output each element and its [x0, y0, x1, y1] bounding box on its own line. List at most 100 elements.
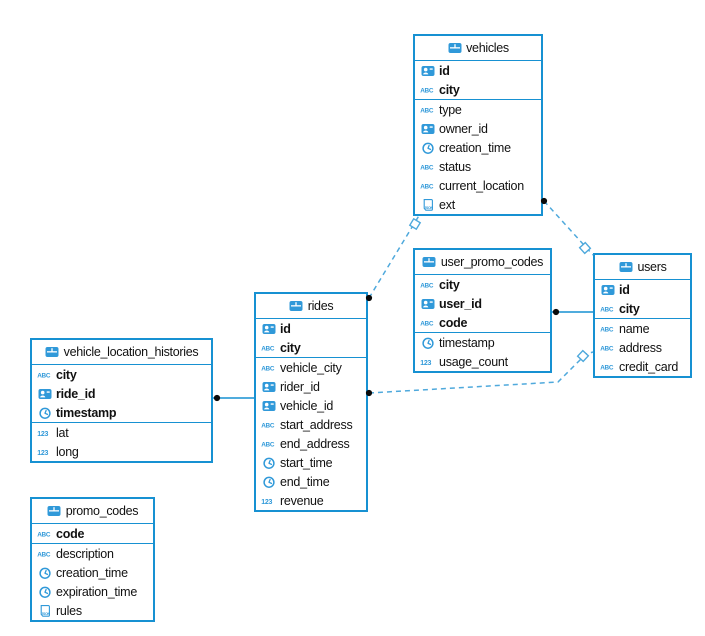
column-name: start_time: [280, 455, 333, 470]
svg-text:ABC: ABC: [600, 345, 614, 352]
svg-text:ABC: ABC: [420, 87, 434, 94]
svg-text:123: 123: [37, 449, 48, 456]
table-name: users: [637, 260, 667, 274]
svg-text:ABC: ABC: [600, 326, 614, 333]
svg-text:ABC: ABC: [420, 183, 434, 190]
column-name: code: [56, 526, 85, 541]
column-name: city: [439, 82, 460, 97]
clock-icon: [420, 336, 435, 350]
table-header-vehicles[interactable]: vehicles: [415, 36, 541, 61]
column-address: ABC address: [595, 338, 690, 357]
cardinality-dot: [213, 394, 221, 402]
column-ride_id: ride_id: [32, 384, 211, 403]
clock-icon: [37, 406, 52, 420]
number-icon: 123: [37, 445, 52, 459]
column-name: ext: [439, 197, 455, 212]
id-icon: [37, 387, 52, 401]
column-city: ABC city: [256, 338, 366, 357]
table-header-promo_codes[interactable]: promo_codes: [32, 499, 153, 524]
table-icon: [47, 504, 62, 518]
column-owner_id: owner_id: [415, 119, 541, 138]
svg-text:ABC: ABC: [261, 345, 275, 352]
svg-text:ABC: ABC: [261, 365, 275, 372]
column-name: ride_id: [56, 386, 96, 401]
column-rider_id: rider_id: [256, 377, 366, 396]
svg-text:JSON: JSON: [424, 206, 433, 210]
column-start_time: start_time: [256, 453, 366, 472]
column-name: id: [619, 282, 630, 297]
id-icon: [420, 297, 435, 311]
column-name: rider_id: [280, 379, 320, 394]
column-name: lat: [56, 425, 69, 440]
abc-icon: ABC: [261, 361, 276, 375]
json-icon: JSON: [37, 604, 52, 618]
column-name: address: [619, 340, 662, 355]
column-name: expiration_time: [56, 584, 138, 599]
column-creation_time: creation_time: [32, 563, 153, 582]
column-city: ABC city: [415, 80, 541, 99]
column-usage_count: 123 usage_count: [415, 352, 550, 371]
column-city: ABC city: [415, 275, 550, 294]
column-id: id: [595, 280, 690, 299]
table-name: vehicles: [466, 41, 509, 55]
column-vehicle_id: vehicle_id: [256, 396, 366, 415]
abc-icon: ABC: [261, 418, 276, 432]
column-end_time: end_time: [256, 472, 366, 491]
svg-text:ABC: ABC: [420, 282, 434, 289]
column-name: city: [280, 340, 301, 355]
svg-text:JSON: JSON: [41, 612, 50, 616]
column-name: type: [439, 102, 462, 117]
column-name: id: [439, 63, 450, 78]
number-icon: 123: [420, 355, 435, 369]
column-name: rules: [56, 603, 82, 618]
column-expiration_time: expiration_time: [32, 582, 153, 601]
clock-icon: [420, 141, 435, 155]
column-name: name: [619, 321, 650, 336]
column-ext: JSON ext: [415, 195, 541, 214]
column-name: usage_count: [439, 354, 508, 369]
svg-text:ABC: ABC: [420, 320, 434, 327]
table-header-user_promo_codes[interactable]: user_promo_codes: [415, 250, 550, 275]
id-icon: [600, 283, 615, 297]
abc-icon: ABC: [37, 368, 52, 382]
column-name: city: [439, 277, 460, 292]
table-icon: [618, 260, 633, 274]
column-name: long: [56, 444, 79, 459]
column-name: current_location: [439, 178, 524, 193]
svg-text:123: 123: [37, 430, 48, 437]
column-user_id: user_id: [415, 294, 550, 313]
svg-text:ABC: ABC: [37, 551, 51, 558]
column-timestamp: timestamp: [32, 403, 211, 422]
abc-icon: ABC: [600, 322, 615, 336]
svg-text:ABC: ABC: [600, 306, 614, 313]
table-header-vehicle_location_histories[interactable]: vehicle_location_histories: [32, 340, 211, 365]
abc-icon: ABC: [420, 103, 435, 117]
cardinality-diamond: [576, 349, 590, 363]
column-name: owner_id: [439, 121, 488, 136]
table-header-rides[interactable]: rides: [256, 294, 366, 319]
id-icon: [261, 322, 276, 336]
id-icon: [420, 122, 435, 136]
table-icon: [289, 299, 304, 313]
svg-text:ABC: ABC: [420, 164, 434, 171]
abc-icon: ABC: [420, 179, 435, 193]
column-name: credit_card: [619, 359, 679, 374]
column-name: creation_time: [439, 140, 511, 155]
svg-text:ABC: ABC: [420, 107, 434, 114]
column-lat: 123 lat: [32, 423, 211, 442]
number-icon: 123: [261, 494, 276, 508]
table-header-users[interactable]: users: [595, 255, 690, 280]
column-type: ABC type: [415, 100, 541, 119]
svg-text:ABC: ABC: [261, 422, 275, 429]
svg-text:ABC: ABC: [37, 372, 51, 379]
